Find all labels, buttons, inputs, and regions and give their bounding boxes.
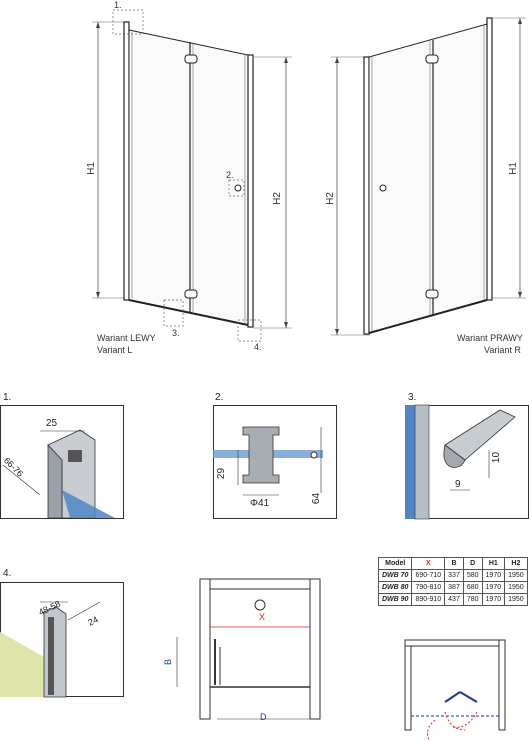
cell: DWB 80 bbox=[377, 581, 413, 594]
h1-label-right: H1 bbox=[507, 162, 519, 175]
detail-2-dim-phi41: Φ41 bbox=[250, 498, 270, 509]
cell: 1970 bbox=[481, 581, 506, 594]
h2-label-left: H2 bbox=[271, 192, 283, 205]
detail-2-box bbox=[213, 405, 337, 519]
th-h2: H2 bbox=[504, 557, 528, 570]
th-d: D bbox=[462, 557, 483, 570]
detail-2-dim-29: 29 bbox=[216, 467, 228, 480]
detail-4-label: 4. bbox=[3, 568, 12, 579]
cell: 437 bbox=[444, 593, 464, 606]
cell: 1970 bbox=[481, 593, 506, 606]
cell: 580 bbox=[462, 569, 483, 582]
th-h1: H1 bbox=[481, 557, 506, 570]
detail-2-label: 2. bbox=[215, 392, 224, 403]
plan-x: X bbox=[259, 612, 266, 622]
variant-right-line2: Variant R bbox=[484, 345, 521, 355]
cell: 387 bbox=[444, 581, 464, 594]
table-row: DWB 70 690-710 337 580 1970 1950 bbox=[377, 569, 528, 582]
cell: 337 bbox=[444, 569, 464, 582]
h1-label-left: H1 bbox=[85, 162, 97, 175]
callout-2: 2. bbox=[226, 170, 234, 180]
th-model: Model bbox=[377, 557, 413, 570]
h2-label-right: H2 bbox=[324, 192, 336, 205]
cell: DWB 90 bbox=[377, 593, 413, 606]
th-b: B bbox=[444, 557, 464, 570]
detail-1-dim-25: 25 bbox=[46, 418, 58, 429]
cell: DWB 70 bbox=[377, 569, 413, 582]
detail-1-box bbox=[0, 405, 124, 519]
cell: 890-910 bbox=[411, 593, 446, 606]
detail-4-box bbox=[0, 582, 124, 698]
callout-1: 1. bbox=[114, 0, 122, 10]
plan-b: B bbox=[163, 658, 174, 666]
cell: 1950 bbox=[504, 569, 528, 582]
door-swing-diagram bbox=[404, 639, 506, 741]
variant-left-drawing bbox=[92, 9, 526, 342]
callout-4: 4. bbox=[254, 342, 262, 352]
table-row: DWB 80 790-810 387 680 1970 1950 bbox=[377, 581, 528, 594]
variant-left-line2: Variant L bbox=[97, 345, 133, 355]
detail-2-dim-64: 64 bbox=[311, 492, 323, 505]
cell: 690-710 bbox=[411, 569, 446, 582]
callout-3: 3. bbox=[172, 328, 180, 338]
detail-3-dim-10: 10 bbox=[491, 451, 503, 464]
variant-right-line1: Wariant PRAWY bbox=[457, 333, 523, 343]
cell: 790-810 bbox=[411, 581, 446, 594]
variant-left-line1: Wariant LEWY bbox=[97, 333, 156, 343]
cell: 680 bbox=[462, 581, 483, 594]
plan-d: D bbox=[260, 712, 267, 722]
cell: 1950 bbox=[504, 581, 528, 594]
th-x: X bbox=[411, 557, 446, 570]
detail-3-dim-9: 9 bbox=[455, 479, 461, 490]
detail-3-label: 3. bbox=[408, 392, 417, 403]
detail-3-box bbox=[405, 404, 529, 520]
detail-1-label: 1. bbox=[3, 392, 12, 403]
cell: 1950 bbox=[504, 593, 528, 606]
plan-view bbox=[176, 578, 321, 720]
table-row: DWB 90 890-910 437 780 1970 1950 bbox=[377, 593, 528, 606]
cell: 780 bbox=[462, 593, 483, 606]
spec-table: Model X B D H1 H2 DWB 70 690-710 337 580… bbox=[377, 557, 528, 606]
cell: 1970 bbox=[481, 569, 506, 582]
